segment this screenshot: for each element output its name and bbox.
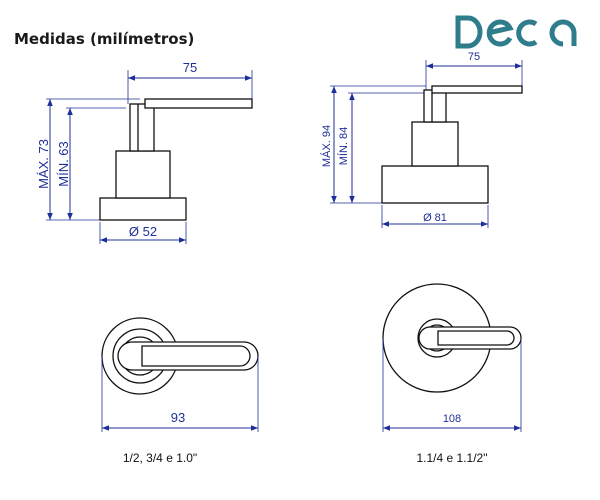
top-view-large: 108 1.1/4 e 1.1/2" xyxy=(382,283,522,465)
large-min-height: MÍN. 84 xyxy=(337,127,350,166)
small-max-height: MÁX. 73 xyxy=(36,139,51,189)
large-width-dim: 75 xyxy=(468,51,480,63)
small-min-height: MÍN. 63 xyxy=(56,141,71,187)
small-base-diameter: Ø 52 xyxy=(129,224,157,239)
large-base-diameter: Ø 81 xyxy=(423,212,447,224)
small-width-dim: 75 xyxy=(183,60,197,75)
small-length-dim: 93 xyxy=(171,410,185,425)
side-view-large: 75 MÁX. 94 MÍN. 84 Ø 81 xyxy=(320,51,523,228)
large-caption: 1.1/4 e 1.1/2" xyxy=(417,451,488,465)
small-caption: 1/2, 3/4 e 1.0" xyxy=(123,451,197,465)
top-view-small: 93 1/2, 3/4 e 1.0" xyxy=(101,317,259,465)
page-title: Medidas (milímetros) xyxy=(14,30,195,48)
side-view-small: 75 MÁX. 73 MÍN. 63 Ø 52 xyxy=(36,60,253,244)
large-length-dim: 108 xyxy=(443,413,461,425)
large-max-height: MÁX. 94 xyxy=(320,125,333,167)
deca-logo xyxy=(455,15,577,49)
